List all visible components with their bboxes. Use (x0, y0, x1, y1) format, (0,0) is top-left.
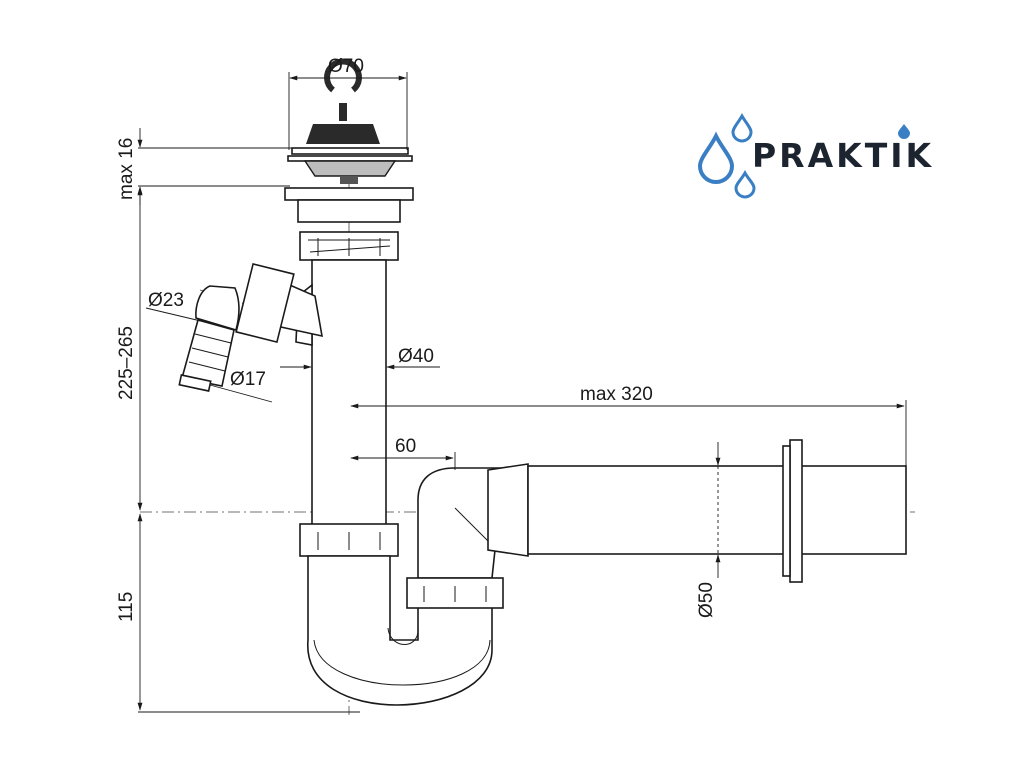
dim-offset: 60 (395, 436, 416, 457)
vertical-pipe (311, 259, 387, 529)
wall-rosette (789, 439, 803, 583)
side-hose-connector (178, 262, 323, 392)
horizontal-outlet-pipe (487, 439, 907, 583)
dim-hose-diameter-inner: Ø17 (230, 369, 266, 390)
sink-strainer-plug (287, 58, 413, 184)
rubber-plug (306, 124, 380, 144)
dim-height-range: 225–265 (116, 326, 137, 400)
strainer-basket (303, 160, 397, 177)
dim-max-length: max 320 (580, 384, 653, 405)
dim-hose-diameter-outer: Ø23 (148, 290, 184, 311)
dim-outlet-pipe-diameter: Ø50 (696, 582, 717, 618)
water-drops-icon (697, 112, 910, 199)
outlet-flange (284, 187, 414, 261)
plug-ring-icon (324, 58, 362, 93)
brand-name: PRAKTIK (752, 136, 934, 175)
dim-outlet-diameter: Ø70 (328, 56, 364, 77)
dim-max-height-grate: max 16 (116, 138, 137, 200)
dim-trap-depth: 115 (116, 592, 137, 622)
dim-pipe-diameter: Ø40 (398, 346, 434, 367)
side-nut (235, 262, 295, 344)
dimension-annotations: Ø70 max 16 225–265 115 Ø23 Ø17 Ø40 max 3… (116, 56, 907, 713)
brand-logo: PRAKTIK (697, 112, 934, 199)
bottom-nut (299, 523, 399, 557)
elbow-fitting (195, 285, 240, 332)
